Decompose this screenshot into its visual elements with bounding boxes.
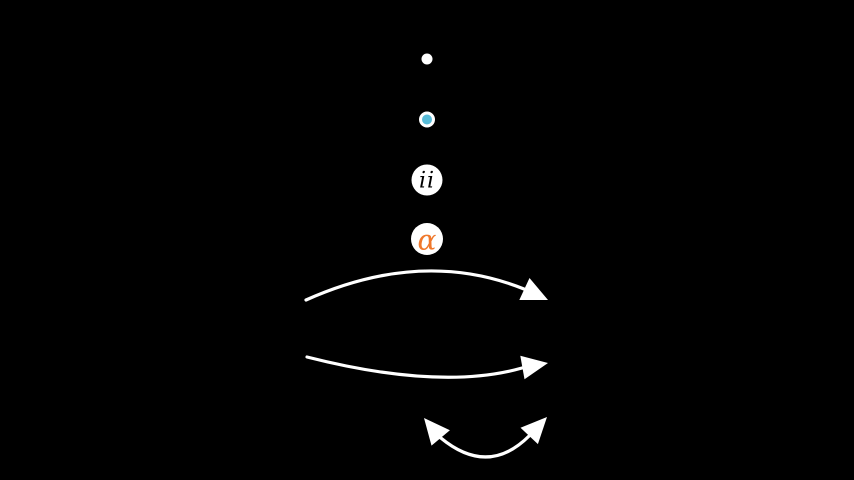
small-dot: [421, 53, 433, 65]
blue-dot: [420, 113, 434, 126]
curved-arrow-middle-head: [520, 355, 548, 380]
blue-dot-ring: [419, 111, 435, 128]
curved-double-arrow-right-head: [520, 417, 547, 445]
labeled-dot-alpha-label: α: [418, 224, 437, 257]
curved-arrow-top-head: [519, 278, 548, 300]
labeled-dot-ii-circle: [411, 164, 443, 196]
curved-arrow-middle-shaft: [305, 355, 524, 379]
curved-double-arrow: [424, 417, 547, 459]
labeled-dot-ii-label: ii: [419, 169, 435, 194]
curved-double-arrow-shaft: [439, 434, 531, 459]
curved-arrow-top-shaft: [304, 269, 526, 302]
labeled-dot-alpha-circle: [411, 223, 443, 255]
labeled-dot-alpha: α: [411, 223, 443, 257]
curved-arrow-middle: [305, 355, 548, 380]
curved-arrow-top: [304, 269, 548, 302]
curved-double-arrow-left-head: [424, 418, 450, 446]
labeled-dot-ii: ii: [411, 164, 443, 196]
